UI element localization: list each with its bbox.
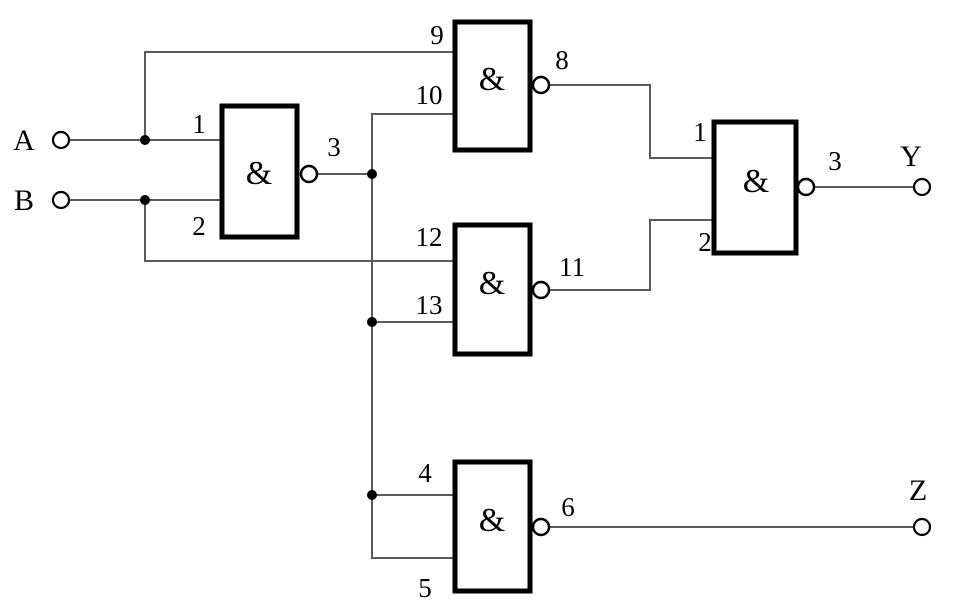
input-a: A <box>13 124 71 157</box>
gate-5-pin-out: 3 <box>828 146 842 176</box>
gate-3-body <box>452 222 533 357</box>
gate-2-output-bubble <box>531 75 551 95</box>
gate-5-pin-in2: 2 <box>698 227 712 257</box>
gate-5-symbol: & <box>743 163 769 200</box>
gate-1: & 1 2 3 <box>192 103 341 241</box>
input-a-terminal <box>51 130 71 150</box>
gate-1-pin-in1: 1 <box>192 109 206 139</box>
input-a-label: A <box>13 124 35 157</box>
gate-3-output-bubble <box>531 280 551 300</box>
wire-node3-bus <box>371 113 455 559</box>
junction-a <box>140 135 150 145</box>
gate-1-symbol: & <box>246 155 272 192</box>
junction-node3 <box>367 169 377 179</box>
gate-2-pin-in1: 9 <box>430 20 444 50</box>
gate-3: & 12 13 11 <box>416 222 585 357</box>
gate-1-pin-in2: 2 <box>192 211 206 241</box>
gate-4-pin-out: 6 <box>561 492 575 522</box>
gate-5: & 1 2 3 <box>693 117 842 257</box>
gate-4: & 4 5 6 <box>418 458 575 603</box>
gate-4-pin-in2: 5 <box>418 573 432 603</box>
input-b: B <box>14 184 71 217</box>
wire-gate3-to-gate5 <box>550 219 714 291</box>
junction-b <box>140 195 150 205</box>
gate-4-output-bubble <box>531 517 551 537</box>
gate-2: & 9 10 8 <box>416 19 569 153</box>
gate-5-output-bubble <box>796 177 816 197</box>
gate-3-symbol: & <box>479 265 505 302</box>
gate-2-symbol: & <box>479 61 505 98</box>
junctions <box>140 135 377 500</box>
gate-5-body <box>711 119 799 256</box>
gate-4-body <box>452 459 533 594</box>
gate-3-pin-in2: 13 <box>416 290 443 320</box>
junction-bus-13 <box>367 317 377 327</box>
output-z-label: Z <box>909 474 927 507</box>
output-z: Z <box>909 474 932 537</box>
wire-gate2-to-gate5 <box>550 84 714 159</box>
gate-1-pin-out: 3 <box>327 132 341 162</box>
junction-bus-4 <box>367 490 377 500</box>
input-b-terminal <box>51 190 71 210</box>
input-b-label: B <box>14 184 34 217</box>
gate-3-pin-in1: 12 <box>416 222 443 252</box>
gate-1-output-bubble <box>299 164 319 184</box>
output-y-terminal <box>912 177 932 197</box>
gate-1-body <box>219 103 300 240</box>
wire-a-to-gate2 <box>144 51 455 140</box>
output-z-terminal <box>912 517 932 537</box>
gate-2-body <box>452 19 533 153</box>
gate-2-pin-in2: 10 <box>416 80 443 110</box>
output-y-label: Y <box>900 140 922 173</box>
output-y: Y <box>900 140 932 197</box>
gate-4-pin-in1: 4 <box>418 458 432 488</box>
gate-3-pin-out: 11 <box>559 252 585 282</box>
wires <box>69 51 914 559</box>
wire-b-to-gate3 <box>144 200 455 262</box>
gate-5-pin-in1: 1 <box>693 117 707 147</box>
gate-2-pin-out: 8 <box>555 45 569 75</box>
gate-4-symbol: & <box>479 502 505 539</box>
